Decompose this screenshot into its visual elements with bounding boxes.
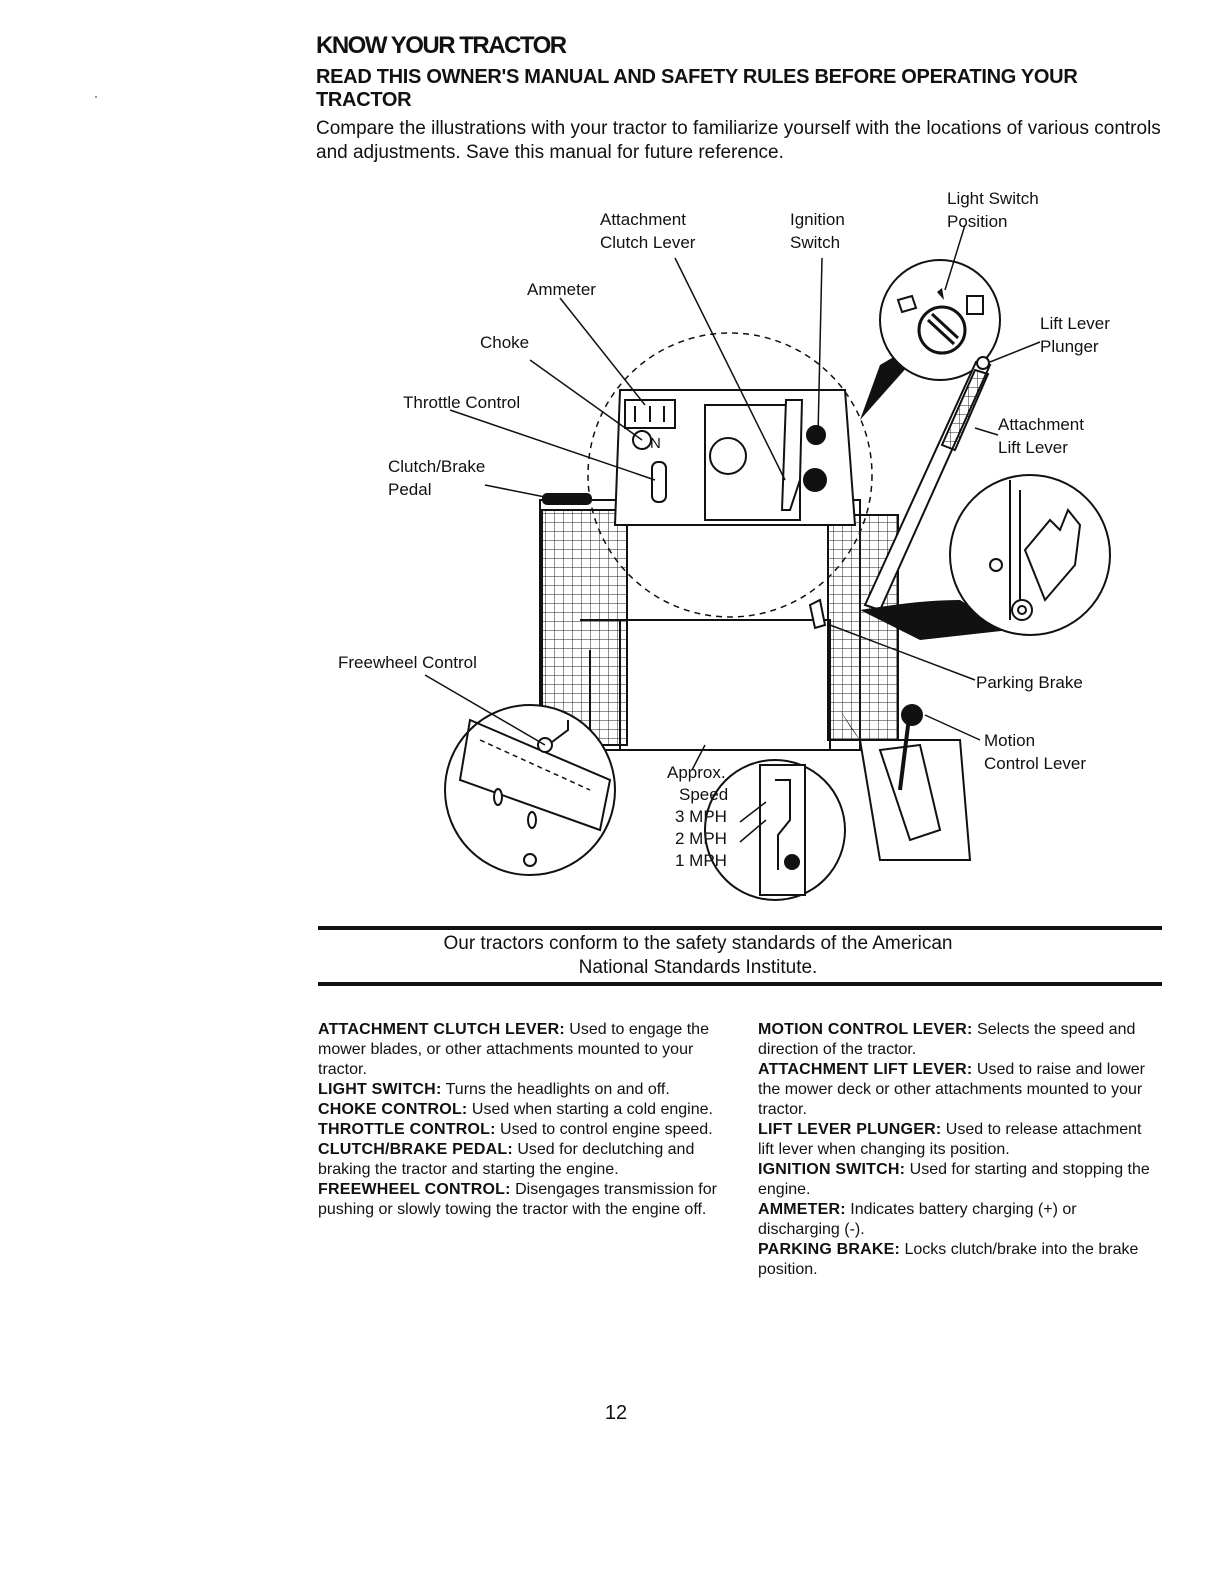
- label-speed-2mph: 2 MPH: [675, 829, 727, 848]
- definition-term: ATTACHMENT CLUTCH LEVER:: [318, 1021, 565, 1038]
- definitions-right-column: MOTION CONTROL LEVER: Selects the speed …: [758, 1020, 1158, 1280]
- label-parking-brake: Parking Brake: [976, 673, 1083, 692]
- page-number: 12: [604, 1402, 628, 1424]
- definition-throttle-control: THROTTLE CONTROL: Used to control engine…: [318, 1120, 728, 1140]
- parking-brake-handle: [808, 598, 827, 630]
- tractor-controls-diagram: Attachment Clutch Lever Ignition Switch …: [338, 189, 1111, 901]
- definition-term: LIGHT SWITCH:: [318, 1081, 442, 1098]
- dashboard-panel: [613, 389, 857, 526]
- label-ignition-switch-2: Switch: [790, 233, 840, 252]
- definition-term: AMMETER:: [758, 1201, 846, 1218]
- speed-indicator-inset: [704, 759, 846, 901]
- definition-light-switch: LIGHT SWITCH: Turns the headlights on an…: [318, 1080, 728, 1100]
- label-light-switch: Light Switch: [947, 189, 1039, 208]
- definition-text: Disengages transmission for pushing or s…: [318, 1181, 717, 1218]
- definition-text: Indicates battery charging (+) or discha…: [758, 1201, 1077, 1238]
- definition-text: Turns the headlights on and off.: [441, 1081, 670, 1098]
- label-attachment-clutch-lever-2: Clutch Lever: [600, 233, 696, 252]
- label-clutch-brake-pedal: Clutch/Brake: [388, 457, 485, 476]
- throttle-knob: [651, 461, 667, 503]
- label-approx-speed-2: Speed: [679, 785, 728, 804]
- motion-control-lever: [840, 704, 972, 861]
- label-clutch-brake-pedal-2: Pedal: [388, 480, 431, 499]
- safety-notice-line-1: Our tractors conform to the safety stand…: [443, 933, 953, 954]
- definition-clutch-brake-pedal: CLUTCH/BRAKE PEDAL: Used for declutching…: [318, 1140, 728, 1180]
- lift-quadrant-inset: [860, 474, 1111, 640]
- definition-term: PARKING BRAKE:: [758, 1241, 901, 1258]
- label-light-switch-2: Position: [947, 212, 1007, 231]
- safety-notice-line-2: National Standards Institute.: [578, 957, 818, 978]
- definition-text: Used for declutching and braking the tra…: [318, 1141, 695, 1178]
- label-approx-speed: Approx.: [667, 763, 726, 782]
- notice-bottom-rule: [318, 982, 1162, 986]
- definition-text: Selects the speed and direction of the t…: [758, 1021, 1136, 1058]
- definition-lift-lever-plunger: LIFT LEVER PLUNGER: Used to release atta…: [758, 1120, 1158, 1160]
- intro-paragraph: Compare the illustrations with your trac…: [316, 118, 1161, 163]
- definition-ammeter: AMMETER: Indicates battery charging (+) …: [758, 1200, 1158, 1240]
- label-freewheel-control: Freewheel Control: [338, 653, 477, 672]
- clutch-brake-pedal: [542, 493, 592, 505]
- freewheel-control-inset: [444, 704, 616, 876]
- definition-text: Used for starting and stopping the engin…: [758, 1161, 1150, 1198]
- label-attachment-lift-lever: Attachment: [998, 415, 1084, 434]
- definition-text: Used to raise and lower the mower deck o…: [758, 1061, 1145, 1118]
- label-motion-control-lever-2: Control Lever: [984, 754, 1086, 773]
- definitions-left-column: ATTACHMENT CLUTCH LEVER: Used to engage …: [318, 1020, 728, 1220]
- definition-text: Used when starting a cold engine.: [467, 1101, 713, 1118]
- definition-term: CHOKE CONTROL:: [318, 1101, 468, 1118]
- definition-term: LIFT LEVER PLUNGER:: [758, 1121, 942, 1138]
- definition-choke-control: CHOKE CONTROL: Used when starting a cold…: [318, 1100, 728, 1120]
- scan-speck: [95, 96, 97, 98]
- label-ignition-switch: Ignition: [790, 210, 845, 229]
- page-title: KNOW YOUR TRACTOR: [316, 32, 567, 59]
- definition-attachment-lift-lever: ATTACHMENT LIFT LEVER: Used to raise and…: [758, 1060, 1158, 1120]
- label-neutral: N: [650, 435, 661, 452]
- label-ammeter: Ammeter: [527, 280, 596, 299]
- label-lift-lever-plunger-2: Plunger: [1040, 337, 1099, 356]
- dashboard-outline: [587, 332, 873, 618]
- page-subtitle: READ THIS OWNER'S MANUAL AND SAFETY RULE…: [316, 66, 1078, 111]
- attachment-clutch-knob: [803, 468, 827, 492]
- label-speed-1mph: 1 MPH: [675, 851, 727, 870]
- label-attachment-clutch-lever: Attachment: [600, 210, 686, 229]
- definition-attachment-clutch-lever: ATTACHMENT CLUTCH LEVER: Used to engage …: [318, 1020, 728, 1080]
- definition-term: IGNITION SWITCH:: [758, 1161, 906, 1178]
- label-attachment-lift-lever-2: Lift Lever: [998, 438, 1068, 457]
- definition-motion-control-lever: MOTION CONTROL LEVER: Selects the speed …: [758, 1020, 1158, 1060]
- definition-parking-brake: PARKING BRAKE: Locks clutch/brake into t…: [758, 1240, 1158, 1280]
- label-choke: Choke: [480, 333, 529, 352]
- definition-term: CLUTCH/BRAKE PEDAL:: [318, 1141, 513, 1158]
- definition-term: ATTACHMENT LIFT LEVER:: [758, 1061, 973, 1078]
- definition-freewheel-control: FREEWHEEL CONTROL: Disengages transmissi…: [318, 1180, 728, 1220]
- label-lift-lever-plunger: Lift Lever: [1040, 314, 1110, 333]
- label-throttle-control: Throttle Control: [403, 393, 520, 412]
- label-speed-3mph: 3 MPH: [675, 807, 727, 826]
- definition-text: Used to engage the mower blades, or othe…: [318, 1021, 709, 1078]
- ignition-key: [806, 425, 826, 445]
- definition-term: THROTTLE CONTROL:: [318, 1121, 496, 1138]
- notice-top-rule: [318, 926, 1162, 930]
- label-motion-control-lever: Motion: [984, 731, 1035, 750]
- light-switch-inset: [860, 259, 1001, 420]
- safety-notice: Our tractors conform to the safety stand…: [318, 932, 1078, 980]
- definition-text: Used to release attachment lift lever wh…: [758, 1121, 1142, 1158]
- definition-text: Used to control engine speed.: [495, 1121, 713, 1138]
- leader-lines: [424, 224, 1041, 843]
- definition-term: MOTION CONTROL LEVER:: [758, 1021, 973, 1038]
- definition-term: FREEWHEEL CONTROL:: [318, 1181, 511, 1198]
- definition-ignition-switch: IGNITION SWITCH: Used for starting and s…: [758, 1160, 1158, 1200]
- definition-text: Locks clutch/brake into the brake positi…: [758, 1241, 1139, 1278]
- tractor-body: [539, 499, 899, 751]
